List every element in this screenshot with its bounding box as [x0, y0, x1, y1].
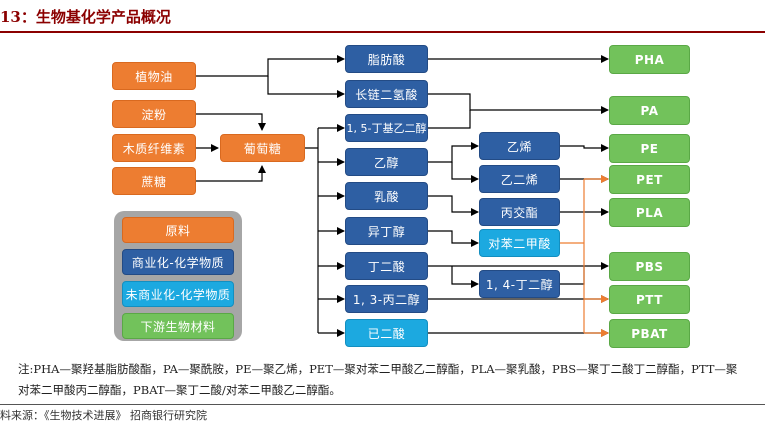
legend-raw: 原料 — [122, 217, 234, 243]
link-succinic-to-bdo14 — [451, 266, 479, 288]
link-isobutanol-to-pta — [428, 230, 479, 247]
node-ethylene: 乙烯 — [479, 132, 560, 160]
source-divider — [0, 404, 765, 405]
node-ethylene-glycol: 乙二烯 — [479, 165, 560, 193]
link-diacid-to-pa — [428, 93, 609, 114]
link-oil-to-diacid — [267, 76, 345, 98]
node-bdo: 1, 5-丁基乙二醇 — [345, 114, 428, 142]
node-pe: PE — [609, 134, 690, 163]
node-glucose: 葡萄糖 — [220, 134, 305, 162]
footnote-line-1: 注:PHA—聚羟基脂肪酸酯，PA—聚酰胺，PE—聚乙烯，PET—聚对苯二甲酸乙二… — [18, 362, 738, 376]
source-line: 料来源：《生物技术进展》 招商银行研究院 — [0, 409, 207, 422]
node-long-chain-diacid: 长链二氢酸 — [345, 80, 428, 108]
link-sucrose-to-glucose — [196, 165, 266, 182]
node-adipic-acid: 已二酸 — [345, 319, 428, 347]
link-lactic-to-lactide — [428, 195, 479, 216]
legend-downstream: 下游生物材料 — [122, 313, 234, 339]
node-lactic-acid: 乳酸 — [345, 182, 428, 210]
node-14-butanediol: 1, 4-丁二醇 — [479, 270, 560, 298]
footnote: 注:PHA—聚羟基脂肪酸酯，PA—聚酰胺，PE—聚乙烯，PET—聚对苯二甲酸乙二… — [18, 359, 763, 401]
node-lactide: 丙交酯 — [479, 198, 560, 226]
link-starch-to-glucose — [196, 113, 266, 131]
footnote-line-2: 对苯二甲酸丙二醇酯，PBAT—聚丁二酸/对苯二甲酸乙二醇酯。 — [18, 383, 341, 397]
node-terephthalic-acid: 对苯二甲酸 — [479, 229, 560, 257]
link-ethylene-to-pe — [560, 144, 609, 152]
link-oil-branch — [196, 55, 345, 77]
legend-commercial: 商业化-化学物质 — [122, 249, 234, 275]
node-starch: 淀粉 — [112, 100, 196, 128]
node-isobutanol: 异丁醇 — [345, 217, 428, 245]
link-bdo14-to-pbs — [560, 266, 585, 285]
node-sucrose: 蔗糖 — [112, 167, 196, 195]
figure-title: 13：生物基化学产品概况 — [0, 8, 171, 26]
link-ethanol-branch — [428, 142, 479, 163]
node-ptt: PTT — [609, 285, 690, 314]
title-divider — [0, 31, 765, 33]
node-fatty-acid: 脂肪酸 — [345, 45, 428, 73]
node-lignocellulose: 木质纤维素 — [112, 134, 196, 162]
node-pdo: 1, 3-丙二醇 — [345, 285, 428, 313]
node-vegetable-oil: 植物油 — [112, 62, 196, 90]
link-bdo-to-pa — [428, 110, 471, 129]
legend-noncommercial: 未商业化-化学物质 — [122, 281, 234, 307]
glucose-bus — [305, 128, 319, 333]
node-succinic-acid: 丁二酸 — [345, 252, 428, 280]
node-pha: PHA — [609, 45, 690, 74]
node-pbat: PBAT — [609, 319, 690, 348]
node-pla: PLA — [609, 198, 690, 227]
node-pbs: PBS — [609, 252, 690, 281]
node-ethanol: 乙醇 — [345, 148, 428, 176]
node-pet: PET — [609, 165, 690, 194]
node-pa: PA — [609, 96, 690, 125]
